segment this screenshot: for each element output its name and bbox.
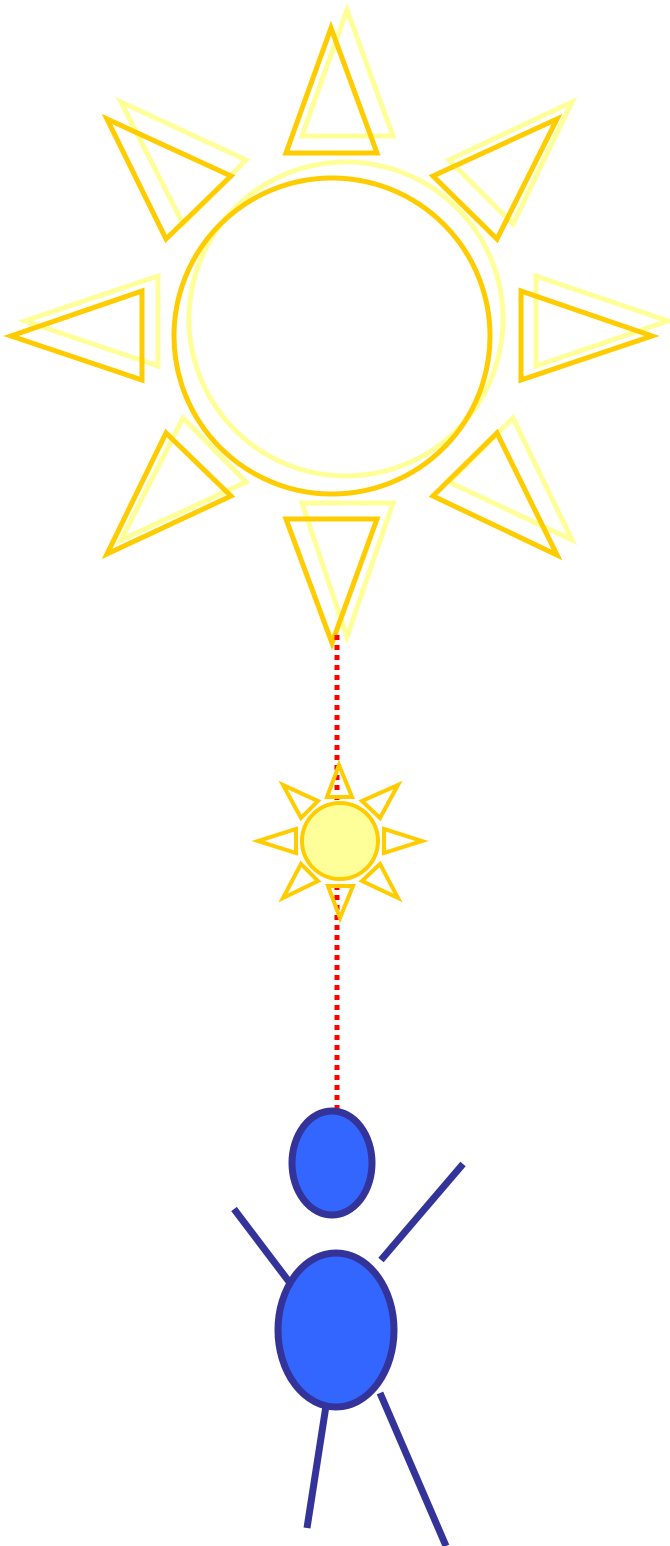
small-sun-ray-s [328,886,353,918]
large-sun-ray-nw [107,119,231,239]
large-sun-glow [25,10,668,637]
person-left-arm [234,1209,290,1283]
large-sun-glow-ray-se [449,418,572,540]
large-sun-glow-ray-s [302,503,393,637]
person-head [292,1111,372,1215]
small-sun-ray-e [384,829,422,853]
large-sun-disc [174,178,490,494]
person-body [278,1253,394,1407]
large-sun-glow-ray-sw [121,418,246,540]
person-right-arm [381,1164,463,1260]
small-sun-ray-n [327,765,352,797]
person-left-leg [307,1393,328,1528]
small-sun-ray-w [258,829,296,853]
person-right-leg [380,1393,446,1546]
large-sun [11,28,652,643]
large-sun-glow-ray-w [25,276,158,366]
person-figure [234,1111,463,1546]
large-sun-ray-se [433,433,557,555]
small-sun [258,765,422,918]
large-sun-ray-s [286,519,377,643]
large-sun-glow-ray-nw [121,102,246,224]
small-sun-disc [302,803,378,879]
